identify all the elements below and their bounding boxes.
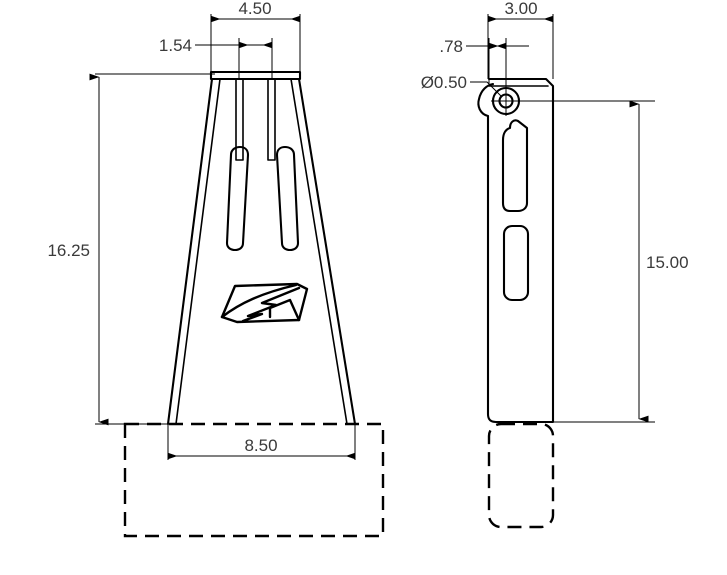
dimension-side-height: 15.00 <box>520 100 689 423</box>
dimension-overall-height: 16.25 <box>47 73 215 426</box>
front-right-inner-edge <box>290 78 348 425</box>
side-reference-outline <box>487 422 555 529</box>
front-slot-right <box>275 145 300 252</box>
front-view-group <box>123 70 385 538</box>
front-reference-outline <box>123 422 385 538</box>
dimension-top-width: 4.50 <box>210 0 301 72</box>
dim-3.00-text: 3.00 <box>504 0 537 18</box>
dimension-slot-spacing: 1.54 <box>159 36 273 80</box>
dimension-base-width: 8.50 <box>167 424 356 460</box>
front-left-outer-edge <box>166 77 214 426</box>
logo-swoosh-upper <box>220 283 298 319</box>
callout-hole-diameter: Ø0.50 <box>421 73 503 98</box>
dim-16.25-text: 16.25 <box>47 241 90 260</box>
dim-15.00-text: 15.00 <box>646 253 689 272</box>
front-left-inner-edge <box>175 78 221 425</box>
side-view-group <box>477 77 555 529</box>
brand-logo <box>220 282 309 324</box>
side-pivot-boss <box>477 82 495 118</box>
side-body-outline <box>486 77 555 424</box>
logo-swoosh-zigzag <box>241 286 301 323</box>
dim-1.54-text: 1.54 <box>159 36 192 55</box>
dim-hole-leader-line <box>470 81 503 98</box>
dimension-hole-offset: .78 <box>439 37 529 86</box>
side-slot-lower <box>502 224 530 302</box>
dim-.78-text: .78 <box>439 37 463 56</box>
front-top-plate <box>209 70 302 81</box>
front-slot-left <box>225 145 250 252</box>
front-right-outer-edge <box>297 77 357 426</box>
front-fin-slot-left <box>235 79 244 161</box>
front-fin-slot-right <box>267 79 276 161</box>
front-view-body-outline <box>166 70 357 426</box>
dim-hole-diameter-text: Ø0.50 <box>421 73 467 92</box>
dimension-side-depth: 3.00 <box>487 0 554 79</box>
side-slot-upper <box>501 119 529 213</box>
front-top-fin-slots <box>235 79 276 161</box>
front-lightening-slots <box>225 145 300 252</box>
logo-inner-notch <box>268 298 301 322</box>
dim-4.50-text: 4.50 <box>238 0 271 18</box>
dim-8.50-text: 8.50 <box>244 436 277 455</box>
